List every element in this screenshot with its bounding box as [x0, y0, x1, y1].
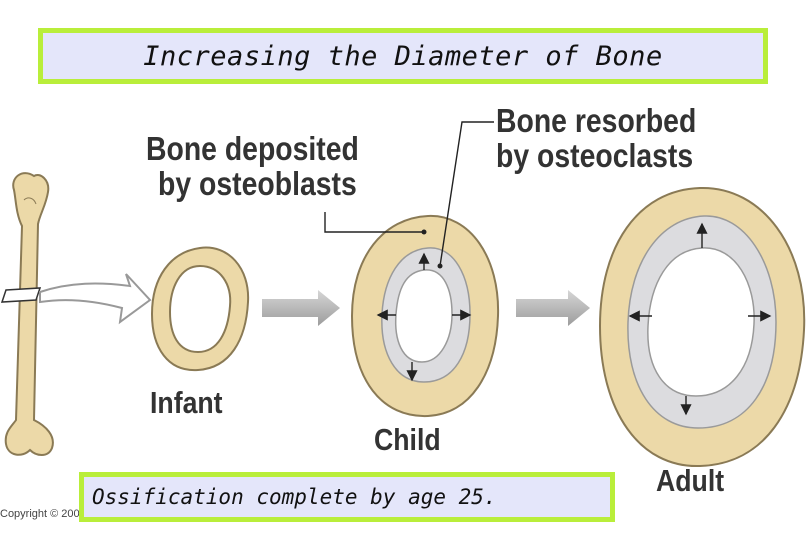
infant-cross-section — [150, 246, 250, 372]
growth-arrow-child-to-adult — [516, 290, 590, 326]
caption-text: Ossification complete by age 25. — [92, 485, 497, 509]
slide-title: Increasing the Diameter of Bone — [143, 40, 663, 72]
resorbed-leader-line — [437, 121, 494, 269]
child-cross-section — [350, 214, 500, 418]
title-banner: Increasing the Diameter of Bone — [38, 28, 768, 84]
femur-bone — [4, 172, 54, 456]
caption-banner: Ossification complete by age 25. — [79, 472, 615, 522]
adult-cross-section — [598, 186, 806, 468]
deposited-leader-line — [324, 212, 427, 235]
copyright-notice: Copyright © 200 — [0, 508, 80, 520]
adult-label: Adult — [656, 463, 725, 498]
bone-resorbed-line1: Bone resorbed — [496, 102, 697, 139]
bone-resorbed-line2: by osteoclasts — [496, 136, 694, 174]
infant-label: Infant — [150, 385, 223, 420]
child-label: Child — [374, 422, 441, 457]
bone-deposited-label: Bone deposited by osteoblasts — [146, 130, 359, 202]
growth-arrow-infant-to-child — [262, 290, 340, 326]
bone-deposited-line1: Bone deposited — [146, 130, 359, 167]
bone-deposited-line2: by osteoblasts — [158, 164, 357, 202]
section-plane-marker — [0, 287, 42, 303]
section-pointer-arrow — [39, 273, 152, 325]
bone-resorbed-label: Bone resorbed by osteoclasts — [496, 102, 697, 174]
